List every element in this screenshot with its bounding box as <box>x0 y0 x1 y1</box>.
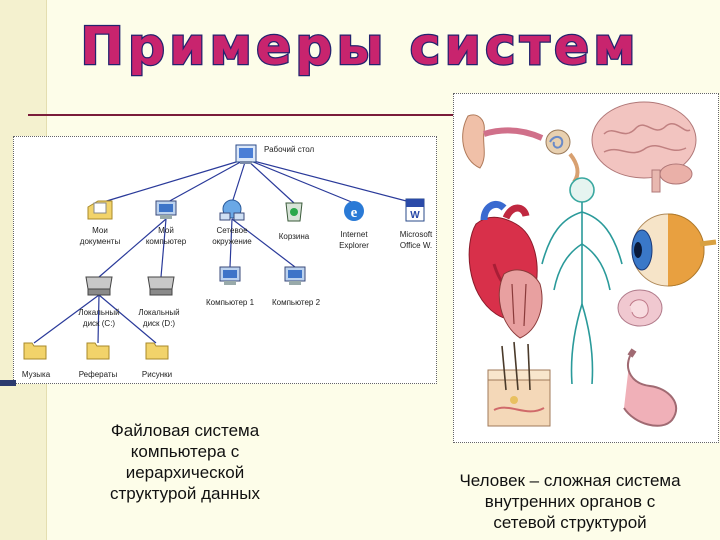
file-tree-diagram: Рабочий стол Мои документы Мой компьютер… <box>22 144 433 379</box>
ie-label-2: Explorer <box>339 241 369 250</box>
left-caption-line-1: Файловая система <box>110 421 260 440</box>
computer-1-label: Компьютер 1 <box>206 298 255 307</box>
folder-music-label: Музыка <box>22 370 51 379</box>
word-label-1: Microsoft <box>400 230 433 239</box>
ie-label-1: Internet <box>340 230 368 239</box>
my-computer-label-1: Мой <box>158 226 174 235</box>
folder-music-icon[interactable] <box>23 342 47 360</box>
nervous-system-icon <box>541 177 623 385</box>
network-label-2: окружение <box>212 237 252 246</box>
recycle-bin-label: Корзина <box>279 232 310 241</box>
ear-icon <box>462 114 580 184</box>
slide-marker <box>0 380 16 386</box>
recycle-bin-icon[interactable] <box>285 202 303 222</box>
right-caption-line-1: Человек – сложная система <box>459 471 681 490</box>
svg-text:e: e <box>351 205 358 221</box>
right-caption: Человек – сложная система внутренних орг… <box>420 470 720 533</box>
skin-section-icon <box>487 341 551 427</box>
brain-icon <box>591 101 697 193</box>
internet-explorer-icon[interactable]: e <box>344 201 364 221</box>
word-label-2: Office W. <box>400 241 432 250</box>
drive-c-label-1: Локальный <box>78 308 119 317</box>
title-graphic: Примеры систем <box>79 16 639 78</box>
word-icon[interactable]: W <box>405 198 425 222</box>
folder-pictures-icon[interactable] <box>145 342 169 360</box>
network-icon[interactable] <box>219 199 245 221</box>
tree-connectors <box>33 158 415 344</box>
title-underline <box>28 114 458 116</box>
my-documents-icon[interactable] <box>87 200 113 220</box>
drive-c-label-2: диск (C:) <box>83 319 116 328</box>
left-caption-line-3: иерархической <box>125 463 245 482</box>
drive-d-label-1: Локальный <box>138 308 179 317</box>
file-system-panel: Рабочий стол Мои документы Мой компьютер… <box>13 136 437 384</box>
my-computer-icon[interactable] <box>155 200 177 219</box>
svg-text:W: W <box>410 210 420 221</box>
network-label-1: Сетевое <box>216 226 248 235</box>
drive-d-label-2: диск (D:) <box>143 319 176 328</box>
heart-section-icon <box>498 269 543 339</box>
computer-1-icon[interactable] <box>219 266 241 285</box>
my-documents-label-2: документы <box>80 237 121 246</box>
folder-reports-label: Рефераты <box>79 370 118 379</box>
slide-title: Примеры систем <box>80 17 639 77</box>
left-caption-line-2: компьютера с <box>130 442 240 461</box>
my-documents-label-1: Мои <box>92 226 108 235</box>
left-caption-line-4: структурой данных <box>110 484 260 503</box>
my-computer-label-2: компьютер <box>146 237 187 246</box>
organs-illustration <box>462 101 717 427</box>
stomach-icon <box>623 348 678 427</box>
left-caption: Файловая система компьютера с иерархичес… <box>70 420 300 504</box>
desktop-icon[interactable] <box>235 144 257 164</box>
drive-d-icon[interactable] <box>147 276 175 296</box>
right-caption-line-3: сетевой структурой <box>493 513 647 532</box>
human-organs-panel <box>453 93 719 443</box>
computer-2-label: Компьютер 2 <box>272 298 321 307</box>
drive-c-icon[interactable] <box>85 276 113 296</box>
computer-2-icon[interactable] <box>284 266 306 285</box>
eye-icon <box>631 213 717 287</box>
right-caption-line-2: внутренних органов с <box>484 492 656 511</box>
folder-reports-icon[interactable] <box>86 342 110 360</box>
desktop-label: Рабочий стол <box>264 145 315 154</box>
folder-pictures-label: Рисунки <box>142 370 172 379</box>
fetus-icon <box>617 289 663 327</box>
